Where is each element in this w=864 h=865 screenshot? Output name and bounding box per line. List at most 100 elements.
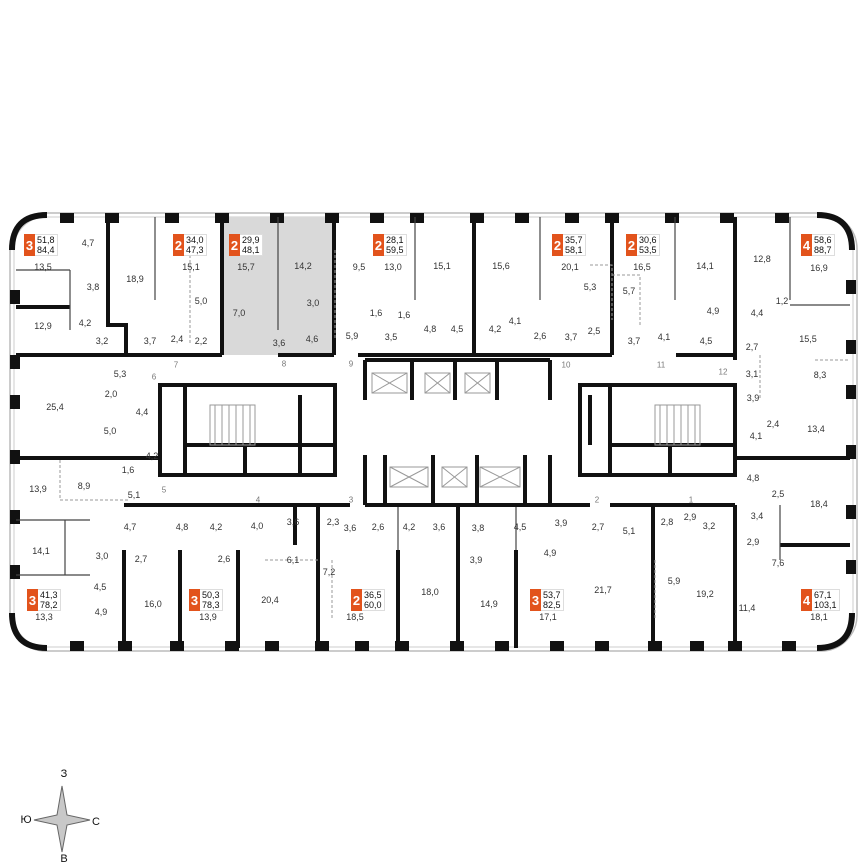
room-area-label: 4,8 (423, 324, 437, 334)
room-area-label: 4,8 (746, 473, 760, 483)
room-area-label: 3,8 (471, 523, 485, 533)
room-area-label: 3,9 (746, 393, 760, 403)
room-area-label: 3,6 (272, 338, 286, 348)
room-area-label: 15,1 (433, 261, 451, 271)
room-area-label: 4,2 (209, 522, 223, 532)
room-count: 2 (173, 234, 184, 256)
living-area: 53,7 (543, 590, 561, 600)
room-area-label: 5,9 (345, 331, 359, 341)
apartment-door-number: 8 (281, 359, 287, 369)
room-area-label: 4,7 (123, 522, 137, 532)
room-area-label: 4,1 (749, 431, 763, 441)
room-area-label: 2,6 (217, 554, 231, 564)
room-area-label: 4,2 (145, 451, 159, 461)
room-area-label: 3,9 (469, 555, 483, 565)
room-area-label: 14,2 (294, 261, 312, 271)
room-area-label: 2,7 (591, 522, 605, 532)
room-count: 2 (552, 234, 563, 256)
room-area-label: 5,7 (622, 286, 636, 296)
apartment-door-number: 9 (348, 359, 354, 369)
room-area-label: 12,8 (753, 254, 771, 264)
room-area-label: 15,7 (237, 262, 255, 272)
total-area: 53,5 (639, 245, 657, 255)
apartment-door-number: 10 (561, 360, 571, 370)
living-area: 41,3 (40, 590, 58, 600)
total-area: 58,1 (565, 245, 583, 255)
room-area-label: 5,9 (667, 576, 681, 586)
apartment-door-number: 5 (161, 485, 167, 495)
room-area-label: 4,6 (305, 334, 319, 344)
room-area-label: 25,4 (46, 402, 64, 412)
total-area: 48,1 (242, 245, 260, 255)
room-count: 4 (801, 234, 812, 256)
room-count: 2 (373, 234, 384, 256)
room-area-label: 18,9 (126, 274, 144, 284)
total-area: 47,3 (186, 245, 204, 255)
room-area-label: 15,1 (182, 262, 200, 272)
living-area: 36,5 (364, 590, 382, 600)
room-area-label: 3,4 (750, 511, 764, 521)
room-area-label: 16,9 (810, 263, 828, 273)
room-area-label: 3,1 (745, 369, 759, 379)
apartment-door-number: 4 (255, 495, 261, 505)
room-area-label: 7,6 (771, 558, 785, 568)
room-count: 3 (24, 234, 35, 256)
room-area-label: 4,2 (488, 324, 502, 334)
room-area-label: 1,6 (121, 465, 135, 475)
total-area: 59,5 (386, 245, 404, 255)
room-area-label: 18,1 (810, 612, 828, 622)
room-area-label: 2,6 (533, 331, 547, 341)
room-area-label: 13,3 (35, 612, 53, 622)
room-area-label: 4,5 (513, 522, 527, 532)
compass-north: З (60, 768, 68, 780)
room-area-label: 5,3 (583, 282, 597, 292)
room-area-label: 7,2 (322, 567, 336, 577)
compass-east: С (92, 816, 100, 828)
room-area-label: 3,2 (95, 336, 109, 346)
room-area-label: 2,5 (587, 326, 601, 336)
apartment-door-number: 12 (718, 367, 728, 377)
room-area-label: 21,7 (594, 585, 612, 595)
room-area-label: 2,7 (134, 554, 148, 564)
room-area-label: 3,6 (343, 523, 357, 533)
apartment-door-number: 7 (173, 360, 179, 370)
room-area-label: 17,1 (539, 612, 557, 622)
room-area-label: 19,2 (696, 589, 714, 599)
apartment-door-number: 6 (151, 372, 157, 382)
room-area-label: 2,4 (170, 334, 184, 344)
living-area: 67,1 (814, 590, 832, 600)
total-area: 60,0 (364, 600, 382, 610)
room-area-label: 12,9 (34, 321, 52, 331)
room-area-label: 3,6 (286, 517, 300, 527)
room-area-label: 14,1 (32, 546, 50, 556)
room-area-label: 14,9 (480, 599, 498, 609)
room-area-label: 2,7 (745, 342, 759, 352)
room-area-label: 8,3 (813, 370, 827, 380)
room-area-label: 4,5 (450, 324, 464, 334)
room-area-label: 16,5 (633, 262, 651, 272)
room-area-label: 4,9 (94, 607, 108, 617)
room-count: 3 (189, 589, 200, 611)
room-area-label: 16,0 (144, 599, 162, 609)
living-area: 58,6 (814, 235, 832, 245)
room-area-label: 4,2 (78, 318, 92, 328)
room-area-label: 13,9 (29, 484, 47, 494)
room-area-label: 3,5 (384, 332, 398, 342)
room-area-label: 2,6 (371, 522, 385, 532)
